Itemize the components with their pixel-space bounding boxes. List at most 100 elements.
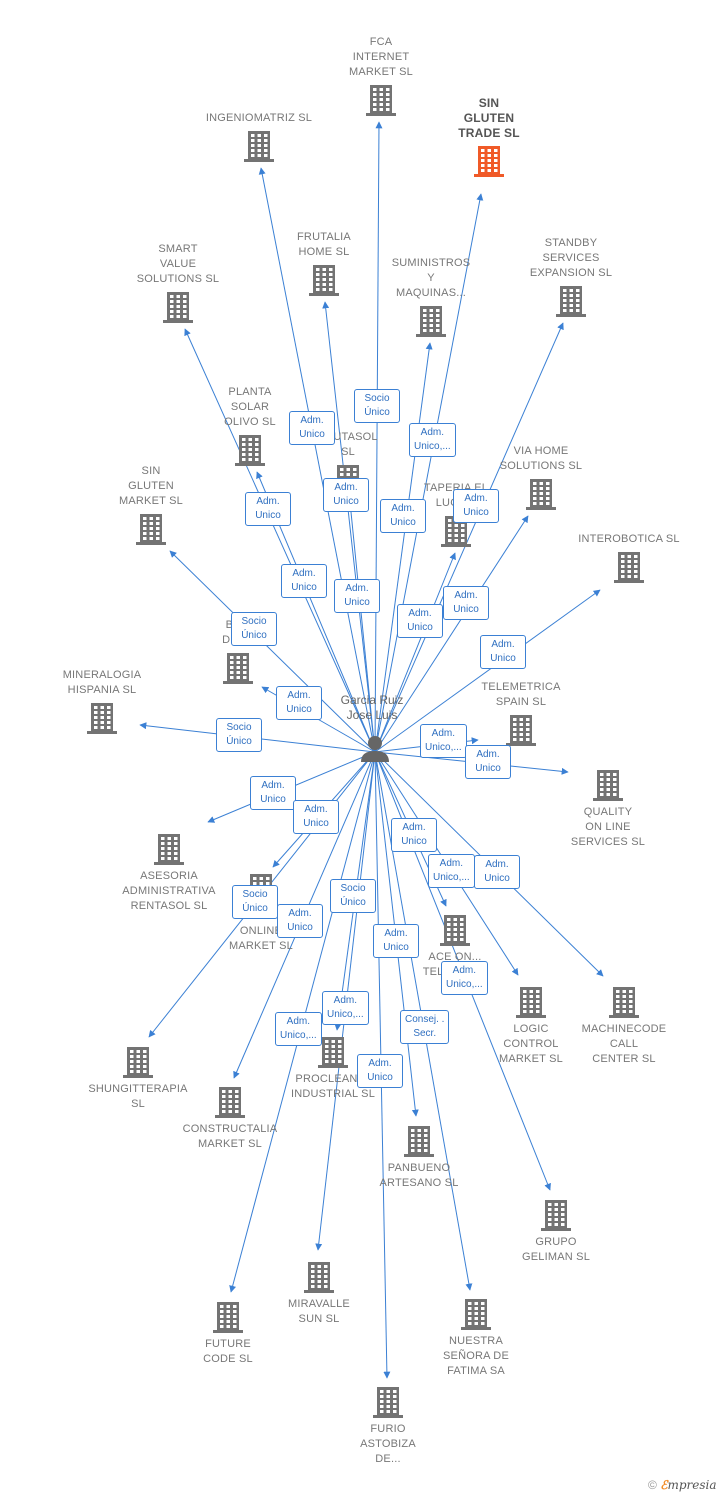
relation-label-furio[interactable]: Adm. Unico xyxy=(357,1054,403,1088)
company-label-ingeniomatriz[interactable]: INGENIOMATRIZ SL xyxy=(205,112,313,124)
relation-label-ace_on_tele[interactable]: Adm. Unico xyxy=(391,818,437,852)
building-icon-sin_gluten_trade[interactable] xyxy=(474,146,504,177)
relation-label-ace_online[interactable]: Adm. Unico xyxy=(293,800,339,834)
relation-label-asesoria[interactable]: Adm. Unico xyxy=(250,776,296,810)
company-label-future[interactable]: FUTURE CODE SL xyxy=(203,1338,253,1365)
building-icon-shungitterapia[interactable] xyxy=(123,1047,153,1078)
edge-frutalia xyxy=(322,301,376,753)
company-label-machinecode[interactable]: MACHINECODE CALL CENTER SL xyxy=(581,1023,667,1065)
company-label-sin_gluten_trade[interactable]: SIN GLUTEN TRADE SL xyxy=(458,96,520,140)
company-label-grupo_geliman[interactable]: GRUPO GELIMAN SL xyxy=(521,1236,591,1263)
building-icon-nuestra[interactable] xyxy=(461,1299,491,1330)
company-label-standby[interactable]: STANDBY SERVICES EXPANSION SL xyxy=(529,237,613,279)
building-icon-machinecode[interactable] xyxy=(609,987,639,1018)
edge-fca xyxy=(374,121,383,753)
building-icon-ba_del[interactable] xyxy=(223,653,253,684)
relation-label-ingeniomatriz[interactable]: Adm. Unico xyxy=(289,411,335,445)
edge-frutasol xyxy=(347,501,376,753)
relation-label-nuestra[interactable]: Consej. . Secr. xyxy=(400,1010,450,1044)
relation-label-future[interactable]: Adm. Unico,... xyxy=(275,1012,322,1046)
company-label-shungitterapia[interactable]: SHUNGITTERAPIA SL xyxy=(88,1083,188,1110)
building-icon-future[interactable] xyxy=(213,1302,243,1333)
empresia-logo: ℰmpresia xyxy=(660,1478,717,1492)
company-label-mineralogia[interactable]: MINERALOGIA HISPANIA SL xyxy=(62,669,142,696)
edge-ingeniomatriz xyxy=(258,167,376,753)
relation-label-miravalle[interactable]: Adm. Unico,... xyxy=(322,991,369,1025)
relation-label-panbueno[interactable]: Adm. Unico xyxy=(373,924,419,958)
company-label-fca[interactable]: FCA INTERNET MARKET SL xyxy=(349,36,413,78)
building-icon-smart_value[interactable] xyxy=(163,292,193,323)
person-name: Garcia Ruiz Jose Luis xyxy=(340,693,404,722)
company-label-frutalia[interactable]: FRUTALIA HOME SL xyxy=(297,231,351,258)
building-icon-proclean[interactable] xyxy=(318,1037,348,1068)
edge-suministros xyxy=(374,342,433,753)
company-label-sin_gluten_market[interactable]: SIN GLUTEN MARKET SL xyxy=(119,465,183,507)
company-label-asesoria[interactable]: ASESORIA ADMINISTRATIVA RENTASOL SL xyxy=(122,870,216,912)
relation-label-sin_gluten_trade[interactable]: Adm. Unico,... xyxy=(409,423,456,457)
building-icon-planta_solar[interactable] xyxy=(235,435,265,466)
building-icon-standby[interactable] xyxy=(556,286,586,317)
relation-label-quality[interactable]: Adm. Unico xyxy=(465,745,511,779)
company-label-proclean[interactable]: PROCLEANI... INDUSTRIAL SL xyxy=(290,1073,376,1100)
building-icon-grupo_geliman[interactable] xyxy=(541,1200,571,1231)
relation-label-constructalia[interactable]: Socio Único xyxy=(330,879,376,913)
company-label-miravalle[interactable]: MIRAVALLE SUN SL xyxy=(288,1298,350,1325)
relation-label-smart_value[interactable]: Adm. Unico xyxy=(245,492,291,526)
building-icon-ace_on_tele[interactable] xyxy=(440,915,470,946)
building-icon-panbueno[interactable] xyxy=(404,1126,434,1157)
building-icon-constructalia[interactable] xyxy=(215,1087,245,1118)
company-label-smart_value[interactable]: SMART VALUE SOLUTIONS SL xyxy=(136,243,220,285)
relation-label-taperia[interactable]: Adm. Unico xyxy=(397,604,443,638)
relation-label-interobotica[interactable]: Adm. Unico xyxy=(480,635,526,669)
company-label-interobotica[interactable]: INTEROBOTICA SL xyxy=(578,533,680,545)
building-icon-frutalia[interactable] xyxy=(309,265,339,296)
company-label-constructalia[interactable]: CONSTRUCTALIA MARKET SL xyxy=(182,1123,278,1150)
footer-brand[interactable]: © ℰmpresia xyxy=(648,1478,717,1492)
company-label-furio[interactable]: FURIO ASTOBIZA DE... xyxy=(360,1423,416,1465)
company-label-via_home[interactable]: VIA HOME SOLUTIONS SL xyxy=(499,445,583,472)
relation-label-grupo_geliman[interactable]: Adm. Unico,... xyxy=(441,961,488,995)
relation-label-ba_del[interactable]: Adm. Unico xyxy=(276,686,322,720)
relation-label-telemetrica[interactable]: Adm. Unico,... xyxy=(420,724,467,758)
building-icon-suministros[interactable] xyxy=(416,306,446,337)
copyright-symbol: © xyxy=(648,1478,657,1492)
building-icon-miravalle[interactable] xyxy=(304,1262,334,1293)
relation-label-fca[interactable]: Socio Único xyxy=(354,389,400,423)
building-icon-fca[interactable] xyxy=(366,85,396,116)
relation-label-logic[interactable]: Adm. Unico,... xyxy=(428,854,475,888)
edge-sin_gluten_market xyxy=(169,550,376,753)
building-icon-asesoria[interactable] xyxy=(154,834,184,865)
company-label-suministros[interactable]: SUMINISTROS Y MAQUINAS... xyxy=(391,257,471,299)
edge-sin_gluten_trade xyxy=(374,193,484,753)
building-icon-furio[interactable] xyxy=(373,1387,403,1418)
building-icon-telemetrica[interactable] xyxy=(506,715,536,746)
relation-label-machinecode[interactable]: Adm. Unico xyxy=(474,855,520,889)
building-icon-mineralogia[interactable] xyxy=(87,703,117,734)
relation-label-standby[interactable]: Adm. Unico xyxy=(453,489,499,523)
edge-standby xyxy=(374,322,564,753)
relation-label-frutalia[interactable]: Adm. Unico xyxy=(323,478,369,512)
relation-label-sin_gluten_market[interactable]: Socio Único xyxy=(231,612,277,646)
company-label-nuestra[interactable]: NUESTRA SEÑORA DE FATIMA SA xyxy=(443,1335,509,1377)
relation-label-planta_solar[interactable]: Adm. Unico xyxy=(281,564,327,598)
company-label-planta_solar[interactable]: PLANTA SOLAR OLIVO SL xyxy=(224,386,276,428)
relation-label-frutasol[interactable]: Adm. Unico xyxy=(334,579,380,613)
company-label-logic[interactable]: LOGIC CONTROL MARKET SL xyxy=(499,1023,563,1065)
company-label-telemetrica[interactable]: TELEMETRICA SPAIN SL xyxy=(481,681,561,708)
relation-label-suministros[interactable]: Adm. Unico xyxy=(380,499,426,533)
building-icon-quality[interactable] xyxy=(593,770,623,801)
building-icon-logic[interactable] xyxy=(516,987,546,1018)
relation-label-mineralogia[interactable]: Socio Único xyxy=(216,718,262,752)
relation-label-shungitterapia[interactable]: Socio Único xyxy=(232,885,278,919)
building-icon-ingeniomatriz[interactable] xyxy=(244,131,274,162)
person-icon[interactable] xyxy=(361,736,389,762)
relation-label-via_home[interactable]: Adm. Unico xyxy=(443,586,489,620)
building-icon-sin_gluten_market[interactable] xyxy=(136,514,166,545)
company-label-panbueno[interactable]: PANBUENO ARTESANO SL xyxy=(379,1162,459,1189)
edge-taperia xyxy=(374,552,456,753)
building-icon-interobotica[interactable] xyxy=(614,552,644,583)
relation-label-proclean[interactable]: Adm. Unico xyxy=(277,904,323,938)
company-label-quality[interactable]: QUALITY ON LINE SERVICES SL xyxy=(570,806,646,848)
building-icon-via_home[interactable] xyxy=(526,479,556,510)
